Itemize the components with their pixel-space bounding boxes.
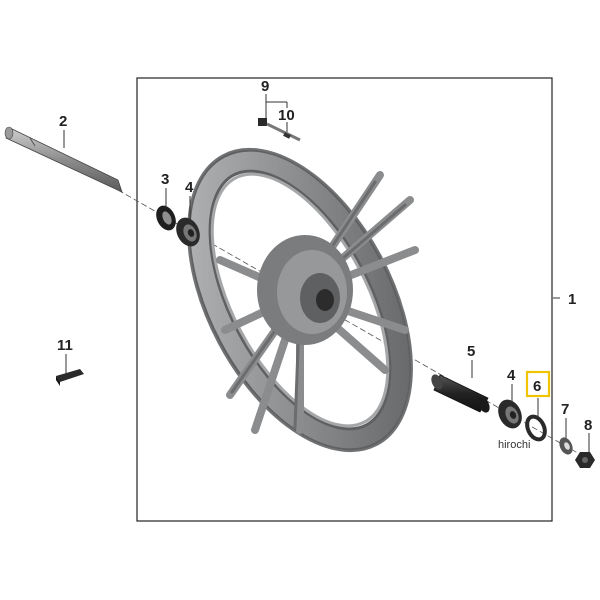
key-part-11	[56, 369, 84, 386]
seal-part-6	[525, 414, 547, 442]
callout-8[interactable]: 8	[584, 417, 592, 434]
valve-part	[258, 118, 301, 142]
callout-2[interactable]: 2	[59, 113, 67, 130]
watermark-text: hirochi	[498, 439, 530, 451]
washer-part-7	[559, 437, 573, 455]
callout-9[interactable]: 9	[261, 78, 269, 95]
seal-part-3	[156, 205, 176, 231]
callout-4-left[interactable]: 4	[185, 179, 194, 196]
callout-10[interactable]: 10	[278, 107, 295, 124]
spacer-part-5	[431, 374, 490, 413]
callout-4-right[interactable]: 4	[507, 367, 516, 384]
wheel-hub	[257, 235, 353, 345]
callout-11[interactable]: 11	[57, 337, 73, 354]
highlight-box	[525, 370, 551, 398]
nut-part-8	[575, 452, 595, 468]
bearing-part-4-right	[498, 399, 522, 429]
bearing-part-4-left	[176, 217, 200, 247]
leader-lines	[63, 94, 590, 452]
assembly-frame	[136, 77, 553, 522]
callout-5[interactable]: 5	[467, 343, 475, 360]
callout-6[interactable]: 6	[533, 378, 541, 395]
axle-part	[4, 126, 123, 193]
callout-3[interactable]: 3	[161, 171, 169, 188]
callout-1[interactable]: 1	[568, 291, 576, 308]
callout-7[interactable]: 7	[561, 401, 569, 418]
